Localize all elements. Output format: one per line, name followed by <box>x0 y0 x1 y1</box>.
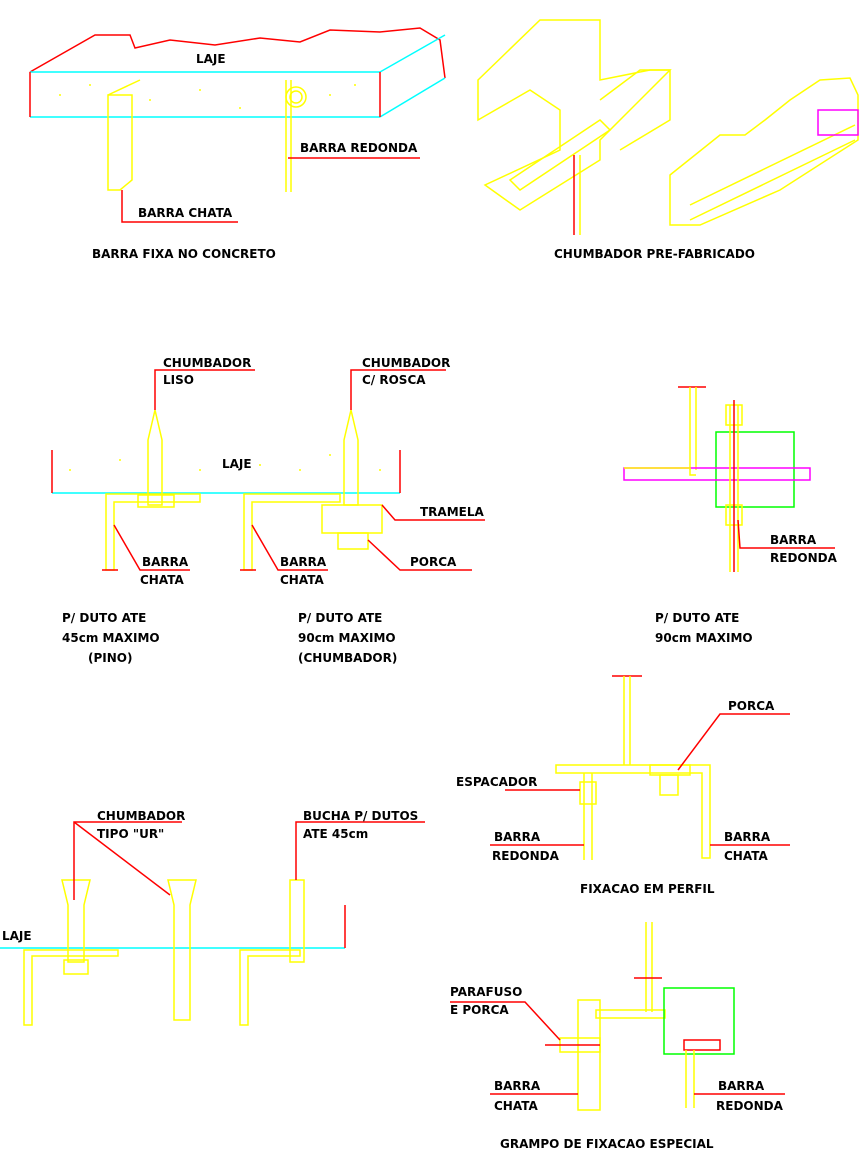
leader-porca <box>367 539 472 571</box>
detail-pino-chumbador: LAJE CHUMBADOR LISO CHUMBADOR C/ ROSCA T… <box>51 356 485 665</box>
barra-chata-label: BARRA CHATA <box>138 206 233 220</box>
grampo-redonda-label: REDONDA <box>716 1099 784 1113</box>
barra-redonda-label: BARRA REDONDA <box>300 141 418 155</box>
cap1-line2: 45cm MAXIMO <box>62 631 160 645</box>
grampo-barra1-label: BARRA <box>494 1079 541 1093</box>
concrete-dots-2 <box>69 454 381 471</box>
slab-top-outline <box>29 27 446 79</box>
e-porca-label: E PORCA <box>450 1003 509 1017</box>
duto90-barra-label: BARRA <box>770 533 817 547</box>
prefab-channel <box>477 19 672 211</box>
cap2-line2: 90cm MAXIMO <box>298 631 396 645</box>
slab-top-edge-right <box>379 34 446 73</box>
duto90-cap1: P/ DUTO ATE <box>655 611 739 625</box>
detail-duto-90cm: BARRA REDONDA P/ DUTO ATE 90cm MAXIMO <box>623 386 838 645</box>
prefab-rail <box>669 77 859 226</box>
chata1-label: CHATA <box>140 573 184 587</box>
parafuso-label: PARAFUSO <box>450 985 522 999</box>
duto90-cap2: 90cm MAXIMO <box>655 631 753 645</box>
bucha-label: BUCHA P/ DUTOS <box>303 809 418 823</box>
perfil-barra1-label: BARRA <box>494 830 541 844</box>
leader-liso <box>154 369 255 410</box>
detail-grampo: PARAFUSO E PORCA BARRA CHATA BARRA REDON… <box>450 922 785 1151</box>
chumbador-liso <box>147 409 163 506</box>
perfil-chata-label: CHATA <box>724 849 768 863</box>
perfil-profile <box>555 764 711 859</box>
flat-bar <box>107 79 141 191</box>
grampo-chata-label: CHATA <box>494 1099 538 1113</box>
ur-tipo-label: TIPO "UR" <box>97 827 164 841</box>
duto90-redonda-label: REDONDA <box>770 551 838 565</box>
round-bar-loop <box>285 86 307 108</box>
cap2-line1: P/ DUTO ATE <box>298 611 382 625</box>
chumbador-liso-label1: CHUMBADOR <box>163 356 251 370</box>
leader-parafuso <box>450 1001 561 1041</box>
concrete-dots <box>59 84 356 109</box>
grampo-barra2-label: BARRA <box>718 1079 765 1093</box>
laje-label: LAJE <box>196 52 226 66</box>
barra2-label: BARRA <box>280 555 327 569</box>
leader-barra-chata <box>121 190 238 223</box>
barra1-label: BARRA <box>142 555 189 569</box>
leader-rosca <box>350 369 446 410</box>
prefab-insert <box>817 109 859 136</box>
chumbador-rosca <box>343 409 359 506</box>
ur-flat-bar-2 <box>239 949 301 1026</box>
cap1-line1: P/ DUTO ATE <box>62 611 146 625</box>
perfil-barra2-label: BARRA <box>724 830 771 844</box>
porca <box>337 532 369 550</box>
espacador <box>579 781 597 805</box>
ur-chumbador-label: CHUMBADOR <box>97 809 185 823</box>
ur-laje-label: LAJE <box>2 929 32 943</box>
detail-barra-fixa-no-concreto: LAJE BARRA REDONDA BARRA CHATA BARRA FIX… <box>29 27 446 261</box>
cap2-line3: (CHUMBADOR) <box>298 651 397 665</box>
leader-barra1 <box>113 524 190 571</box>
slab-bottom-edge-right <box>379 77 446 118</box>
tramela <box>321 504 383 534</box>
ur-anchor-2 <box>167 879 197 1021</box>
chumbador-rosca-label1: CHUMBADOR <box>362 356 450 370</box>
green-bracket <box>715 431 795 508</box>
caption-barra-fixa: BARRA FIXA NO CONCRETO <box>92 247 276 261</box>
leader-redonda <box>737 519 835 549</box>
magenta-profile <box>623 467 811 481</box>
caption-chumbador-pre: CHUMBADOR PRE-FABRICADO <box>554 247 755 261</box>
caption-perfil: FIXACAO EM PERFIL <box>580 882 715 896</box>
grampo-green <box>663 987 735 1055</box>
leader-tramela <box>381 504 485 521</box>
porca-label: PORCA <box>410 555 457 569</box>
detail-chumbador-pre-fabricado: CHUMBADOR PRE-FABRICADO <box>477 19 859 261</box>
leader-barra2 <box>251 524 328 571</box>
perfil-porca-label: PORCA <box>728 699 775 713</box>
ate-label: ATE 45cm <box>303 827 368 841</box>
espacador-label: ESPACADOR <box>456 775 537 789</box>
chumbador-liso-label2: LISO <box>163 373 194 387</box>
bucha-anchor <box>289 879 305 963</box>
detail-fixacao-em-perfil: PORCA ESPACADOR BARRA REDONDA BARRA CHAT… <box>456 675 790 896</box>
detail-chumbador-ur: LAJE CHUMBADOR TIPO "UR" BUCHA P/ DUTOS … <box>0 809 425 1026</box>
ur-flat-bar-1 <box>23 949 119 1026</box>
chumbador-rosca-label2: C/ ROSCA <box>362 373 426 387</box>
leader-porca-perfil <box>677 713 790 771</box>
ur-anchor-1 <box>61 879 91 963</box>
leader-bucha <box>295 821 425 880</box>
perfil-redonda-label: REDONDA <box>492 849 560 863</box>
tramela-label: TRAMELA <box>420 505 484 519</box>
chata2-label: CHATA <box>280 573 324 587</box>
laje-label-2: LAJE <box>222 457 252 471</box>
caption-grampo: GRAMPO DE FIXACAO ESPECIAL <box>500 1137 714 1151</box>
cap1-line3: (PINO) <box>88 651 132 665</box>
